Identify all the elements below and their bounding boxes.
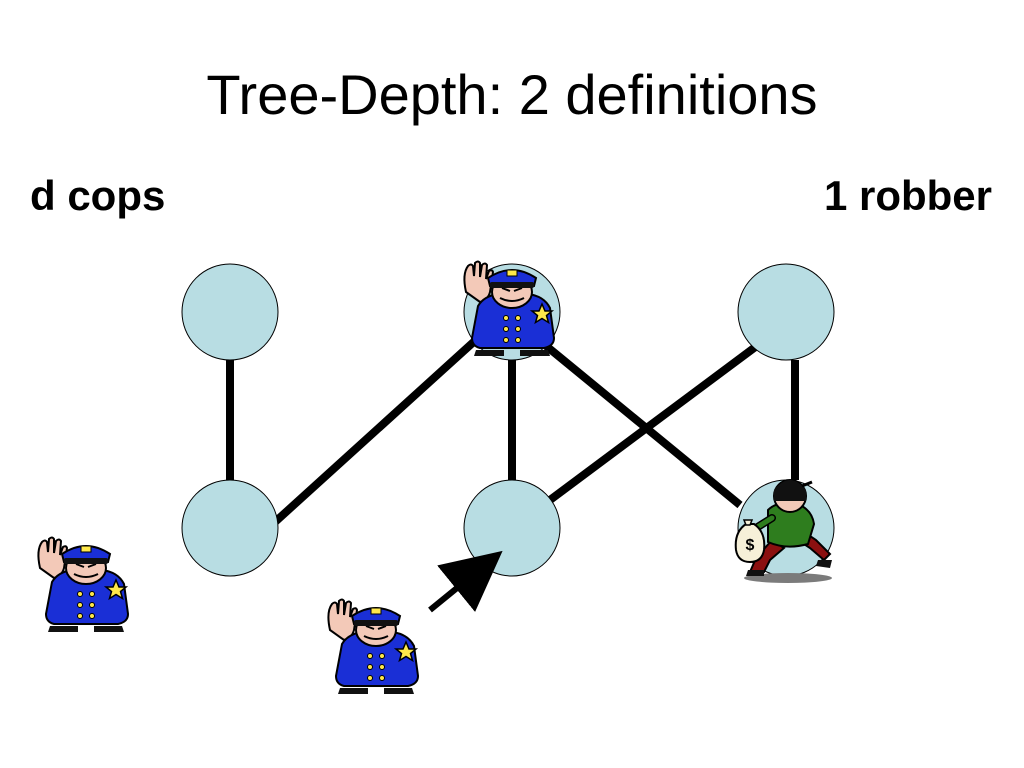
node-top-right	[737, 263, 835, 361]
police-officer-icon	[37, 536, 129, 633]
robber-label: 1 robber	[823, 172, 992, 219]
edge-top-middle-bottom-right	[542, 341, 743, 509]
robber-icon: $	[736, 480, 832, 583]
node-top-left	[181, 263, 279, 361]
arrow-icon	[428, 550, 503, 613]
node-bottom-middle	[463, 479, 561, 577]
edge-bottom-middle-top-right	[547, 341, 761, 504]
edge-bottom-left-top-middle	[272, 335, 481, 525]
slide-title: Tree-Depth: 2 definitions	[206, 63, 818, 126]
cops-label: d cops	[30, 172, 166, 219]
node-bottom-left	[181, 479, 279, 577]
police-officer-icon	[327, 598, 419, 695]
money-bag-icon: $	[746, 537, 755, 554]
graph-edges	[226, 335, 799, 525]
